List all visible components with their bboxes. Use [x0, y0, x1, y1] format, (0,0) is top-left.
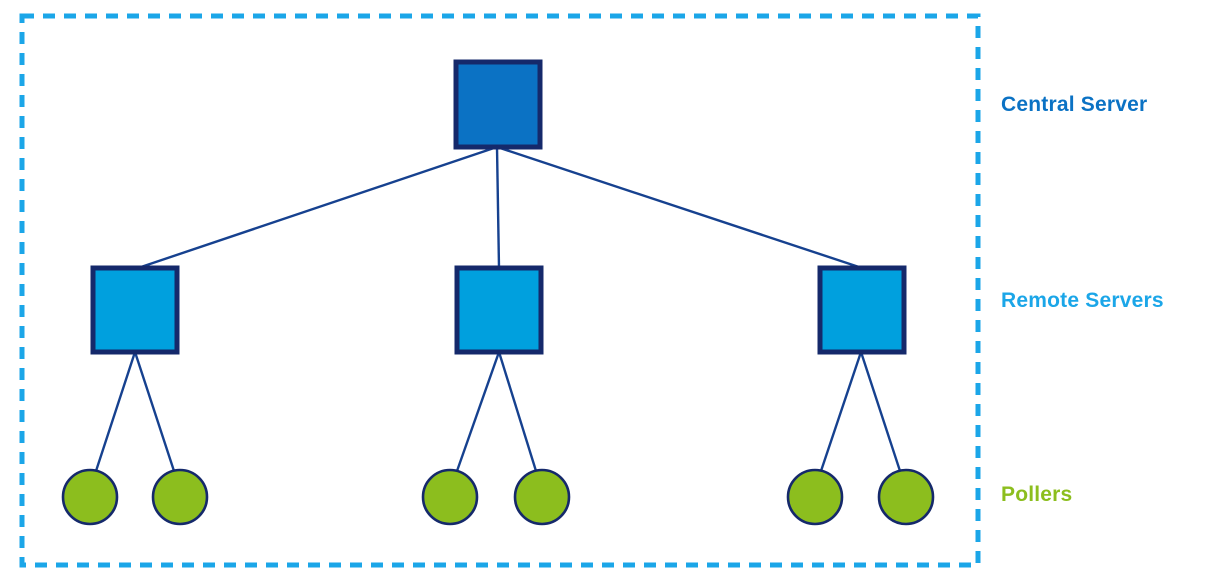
connector-central-to-remote-2: [495, 146, 501, 269]
tier-label-central-server: Central Server: [1001, 93, 1148, 116]
connector-remote-1-to-poller-2: [133, 351, 176, 472]
poller-node-6[interactable]: [877, 468, 935, 526]
connector-remote-2-to-poller-4: [497, 351, 538, 472]
poller-node-3[interactable]: [421, 468, 479, 526]
tier-label-pollers: Pollers: [1001, 483, 1073, 506]
connector-group-central-to-remote: [137, 145, 863, 270]
poller-node-1[interactable]: [61, 468, 119, 526]
tier-label-remote-servers: Remote Servers: [1001, 289, 1164, 312]
connector-remote-2-to-poller-3: [455, 351, 501, 472]
remote-server-node-3[interactable]: [817, 265, 907, 355]
connector-remote-3-to-poller-5: [819, 351, 863, 472]
deployment-boundary: [19, 13, 981, 568]
connector-central-to-remote-1: [137, 145, 498, 270]
remote-server-group: [90, 265, 907, 355]
poller-group: [61, 468, 935, 526]
central-server-node[interactable]: [453, 59, 543, 150]
connector-central-to-remote-3: [496, 145, 863, 270]
poller-node-2[interactable]: [151, 468, 209, 526]
connector-group-remote-to-pollers: [94, 351, 902, 472]
poller-node-4[interactable]: [513, 468, 571, 526]
connector-remote-1-to-poller-1: [94, 351, 137, 472]
poller-node-5[interactable]: [786, 468, 844, 526]
remote-server-node-2[interactable]: [454, 265, 544, 355]
connector-remote-3-to-poller-6: [859, 351, 902, 472]
remote-server-node-1[interactable]: [90, 265, 180, 355]
central-server-box[interactable]: [453, 59, 543, 150]
